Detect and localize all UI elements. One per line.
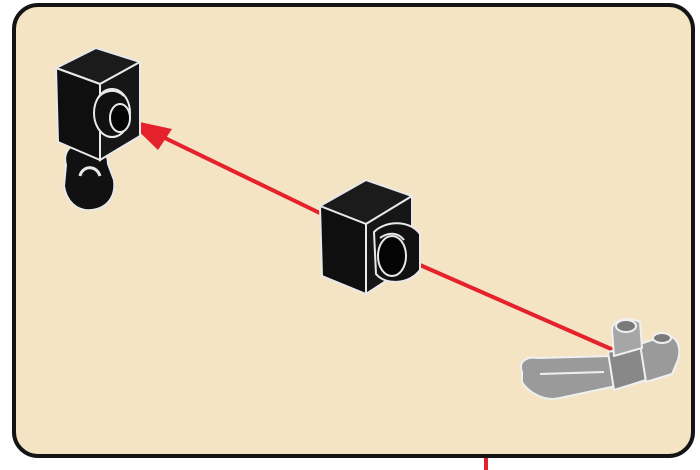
assembly-arrow-tile-to-plate [138,125,326,216]
assembly-arrow-handle-to-tile [404,258,618,352]
plate-with-clip-and-handle [56,48,140,210]
tile-with-clip [320,180,420,294]
bar-handle [521,319,679,399]
